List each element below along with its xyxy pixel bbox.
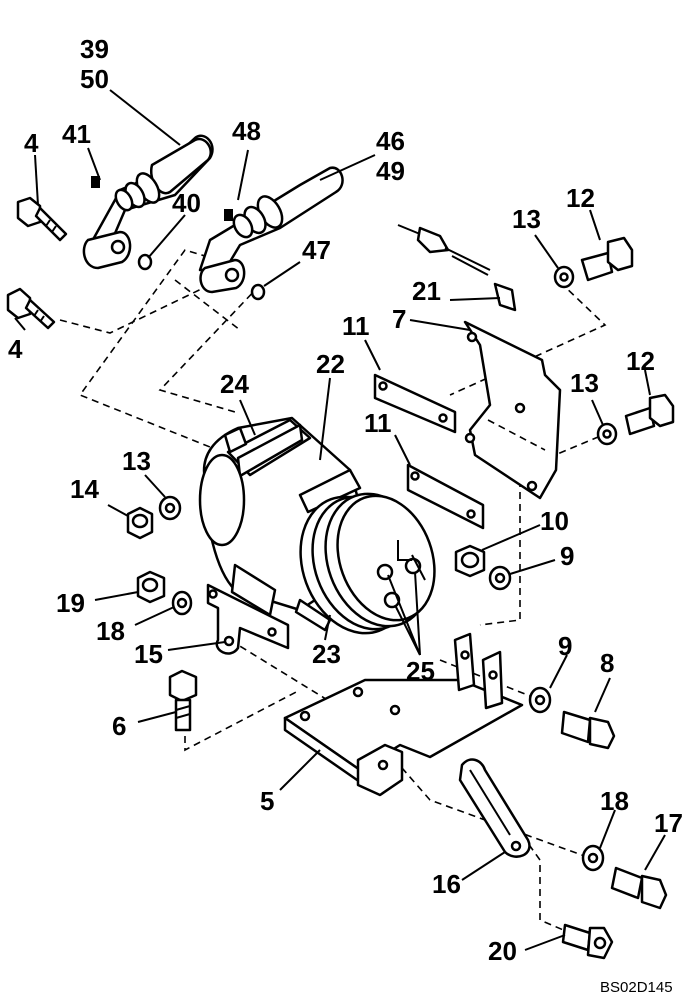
callout-18-right: 18 <box>600 786 629 816</box>
callout-16: 16 <box>432 869 461 899</box>
callout-14: 14 <box>70 474 99 504</box>
callout-41: 41 <box>62 119 91 149</box>
bolt-12-upper[interactable] <box>580 236 634 282</box>
callout-9-lower: 9 <box>558 631 572 661</box>
callout-10: 10 <box>540 506 569 536</box>
adjuster-plate-16[interactable] <box>458 758 531 858</box>
bolt-4-upper[interactable] <box>16 196 68 242</box>
bolt-17[interactable] <box>610 866 668 910</box>
callout-13-right: 13 <box>570 368 599 398</box>
callout-15: 15 <box>134 639 163 669</box>
callout-5: 5 <box>260 786 274 816</box>
pressure-switch[interactable] <box>397 224 517 312</box>
bolt-8[interactable] <box>560 710 616 750</box>
fitting-48[interactable] <box>224 209 233 221</box>
callout-39: 39 <box>80 34 109 64</box>
compressor-22[interactable] <box>198 416 377 632</box>
spacer-plate-11-upper[interactable] <box>373 373 457 434</box>
callout-12-lower: 12 <box>626 346 655 376</box>
figure-code: BS02D145 <box>600 979 673 996</box>
o-ring-40[interactable] <box>137 253 153 271</box>
bolt-6[interactable] <box>168 669 198 732</box>
callout-21: 21 <box>412 276 441 306</box>
callout-19: 19 <box>56 588 85 618</box>
callout-13-left: 13 <box>122 446 151 476</box>
callout-23: 23 <box>312 639 341 669</box>
callout-49: 49 <box>376 156 405 186</box>
nut-14[interactable] <box>126 506 154 540</box>
callout-9-upper: 9 <box>560 541 574 571</box>
hose-46-49[interactable] <box>198 166 344 294</box>
hose-39-50[interactable] <box>82 134 214 270</box>
callout-50: 50 <box>80 64 109 94</box>
callout-4-upper: 4 <box>24 128 39 158</box>
callout-4-lower: 4 <box>8 334 23 364</box>
callout-47: 47 <box>302 235 331 265</box>
callout-46: 46 <box>376 126 405 156</box>
callout-11-upper: 11 <box>342 311 370 341</box>
callout-17: 17 <box>654 808 683 838</box>
callout-13-upper: 13 <box>512 204 541 234</box>
nut-19[interactable] <box>136 570 166 604</box>
leader-lines <box>14 89 666 951</box>
callout-48: 48 <box>232 116 261 146</box>
callout-22: 22 <box>316 349 345 379</box>
bracket-7[interactable] <box>463 320 562 500</box>
base-bracket-5[interactable] <box>283 632 524 797</box>
callout-20: 20 <box>488 936 517 966</box>
callout-12-upper: 12 <box>566 183 595 213</box>
callout-25: 25 <box>406 656 435 686</box>
callout-18-left: 18 <box>96 616 125 646</box>
pulley-23[interactable] <box>282 479 451 649</box>
callout-40: 40 <box>172 188 201 218</box>
callout-6: 6 <box>112 711 126 741</box>
o-ring-47[interactable] <box>250 283 266 301</box>
fitting-41[interactable] <box>91 176 100 188</box>
bolt-12-lower[interactable] <box>624 393 675 436</box>
callout-7: 7 <box>392 304 406 334</box>
bolt-4-lower[interactable] <box>6 287 56 330</box>
callout-labels: 39 50 41 48 46 49 4 40 47 4 13 12 21 7 1… <box>8 34 683 966</box>
spacer-plate-11-lower[interactable] <box>406 463 485 530</box>
bracket-15[interactable] <box>206 583 290 655</box>
clutch-bolt-25-a[interactable] <box>376 563 394 581</box>
callout-11-lower: 11 <box>364 408 392 438</box>
callout-24: 24 <box>220 369 249 399</box>
callout-8: 8 <box>600 648 614 678</box>
bolt-20[interactable] <box>561 923 614 960</box>
nut-10[interactable] <box>454 544 486 578</box>
